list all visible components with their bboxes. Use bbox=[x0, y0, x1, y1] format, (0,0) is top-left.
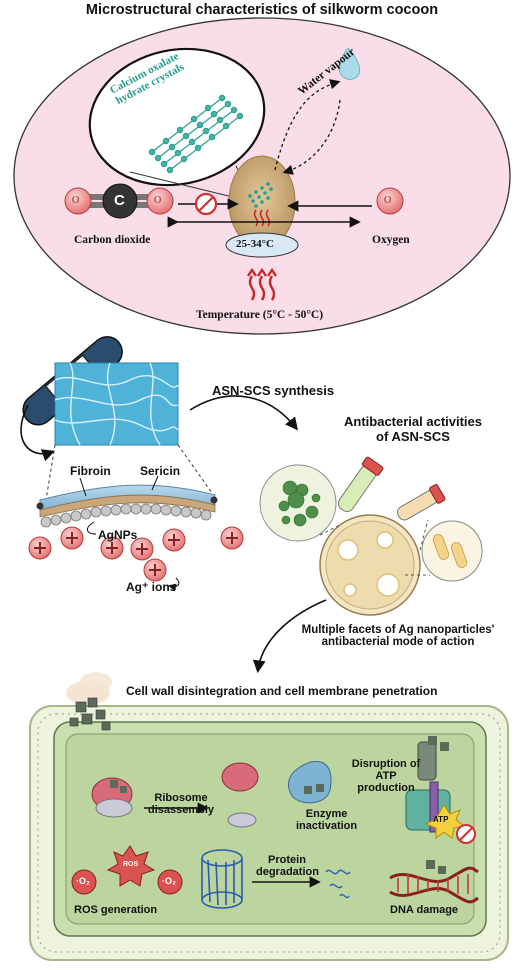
no-atp-icon bbox=[456, 824, 476, 844]
dna-helix-icon bbox=[389, 860, 479, 904]
penetrating-ag-particles bbox=[69, 697, 111, 731]
o2-left-label: ·O₂ bbox=[76, 876, 90, 886]
o2-right-label: ·O₂ bbox=[162, 876, 176, 886]
atp-label: Disruption of ATP production bbox=[344, 758, 428, 794]
temperature-range-label: Temperature (5°C - 50°C) bbox=[196, 309, 324, 321]
fibroin-pointer bbox=[79, 477, 87, 497]
bandage-to-mesh-arrow bbox=[20, 404, 56, 462]
synthesis-label: ASN-SCS synthesis bbox=[212, 383, 335, 398]
enzyme-label: Enzyme inactivation bbox=[296, 808, 357, 832]
ribosome-icon bbox=[91, 777, 133, 818]
agnps-label: AgNPs bbox=[98, 528, 138, 542]
ros-generation-label: ROS generation bbox=[74, 904, 158, 916]
test-tube-icon-2 bbox=[396, 484, 446, 521]
synthesis-arrow bbox=[189, 395, 298, 431]
mesh-zoom-line-2 bbox=[177, 444, 213, 494]
fibroin-ribbon bbox=[39, 494, 216, 518]
atp-badge-label: ATP bbox=[433, 815, 449, 824]
atp-line3: production bbox=[357, 782, 415, 794]
cocoon-temp-label: 25-34°C bbox=[236, 238, 275, 250]
crystal-lattice bbox=[148, 94, 244, 174]
atp-line1: Disruption of bbox=[351, 758, 421, 770]
water-drop-icon bbox=[338, 47, 361, 80]
protein-barrel-icon bbox=[201, 849, 243, 909]
antibacterial-line1: Antibacterial activities bbox=[344, 414, 482, 429]
ribbon-end-left bbox=[36, 502, 44, 510]
enzyme-icon bbox=[288, 760, 332, 804]
facets-line1: Multiple facets of Ag nanoparticles' bbox=[301, 624, 495, 636]
ag-ions-pointer bbox=[168, 577, 180, 592]
ribosome-line2: disassembly bbox=[148, 804, 215, 816]
antibacterial-label: Antibacterial activities of ASN-SCS bbox=[328, 414, 498, 444]
dish-zoom-line-2 bbox=[419, 519, 429, 551]
silk-fiber-mesh bbox=[54, 362, 179, 446]
mode-of-action-arrow bbox=[252, 599, 327, 674]
ribbon-end-right bbox=[210, 496, 218, 504]
agnps-pointer bbox=[87, 521, 97, 535]
facets-label: Multiple facets of Ag nanoparticles' ant… bbox=[278, 624, 518, 648]
heat-rising-icon bbox=[247, 267, 277, 301]
co2-atom-center-label: C bbox=[114, 192, 125, 209]
zoom-line-2 bbox=[129, 171, 246, 201]
ag-ions-label: Ag⁺ ions bbox=[126, 580, 177, 594]
dna-damage-label: DNA damage bbox=[390, 904, 459, 916]
water-vapour-return-arrow bbox=[282, 99, 341, 175]
petri-dish-inner bbox=[325, 520, 415, 610]
bacteria-colony-icon bbox=[278, 480, 321, 527]
carbon-dioxide-label: Carbon dioxide bbox=[74, 234, 151, 246]
ag-particles-cloud bbox=[66, 672, 112, 705]
oxygen-atom-label: O bbox=[384, 195, 392, 206]
atp-line2: ATP bbox=[375, 770, 397, 782]
ros-badge-label: ROS bbox=[123, 861, 139, 868]
page-title: Microstructural characteristics of silkw… bbox=[85, 2, 439, 18]
sericin-label: Sericin bbox=[140, 464, 181, 478]
co2-atom-right-label: O bbox=[154, 195, 162, 206]
inhibition-zones bbox=[337, 531, 400, 597]
protein-fragments-icon bbox=[325, 869, 351, 899]
ribosome-fragments-icon bbox=[221, 762, 259, 828]
antibacterial-line2: of ASN-SCS bbox=[376, 429, 450, 444]
atp-burst-icon bbox=[424, 804, 466, 839]
oxygen-atom bbox=[376, 187, 404, 215]
sericin-pointer bbox=[151, 475, 159, 491]
ribosome-label: Ribosome disassembly bbox=[148, 792, 214, 816]
cocoon-crystals bbox=[248, 182, 273, 208]
ribosome-line1: Ribosome bbox=[154, 792, 208, 804]
ag-ion-particles bbox=[28, 526, 244, 582]
facets-line2: antibacterial mode of action bbox=[321, 636, 475, 648]
superoxide-right-icon bbox=[157, 869, 183, 895]
test-tube-icon bbox=[337, 456, 384, 512]
water-vapour-arrow bbox=[274, 79, 341, 171]
protein-line2: degradation bbox=[256, 866, 319, 878]
cocoon-temp-badge bbox=[225, 232, 299, 258]
protein-line1: Protein bbox=[268, 854, 306, 866]
fibroin-label: Fibroin bbox=[70, 464, 111, 478]
blocked-icon bbox=[194, 192, 218, 216]
enzyme-line2: inactivation bbox=[296, 820, 358, 832]
protein-label: Protein degradation bbox=[256, 854, 319, 878]
agnp-bead-chain bbox=[40, 503, 212, 528]
oxygen-label: Oxygen bbox=[372, 234, 410, 246]
bacillus-icon bbox=[432, 534, 468, 568]
dish-zoom-line-1 bbox=[319, 524, 341, 536]
cell-wall-label: Cell wall disintegration and cell membra… bbox=[126, 684, 438, 698]
crystal-zoom-oval bbox=[88, 47, 266, 187]
superoxide-left-icon bbox=[71, 869, 97, 895]
enzyme-line1: Enzyme bbox=[305, 808, 348, 820]
co2-molecule bbox=[64, 183, 174, 219]
ros-burst-icon bbox=[106, 845, 156, 887]
co2-atom-left-label: O bbox=[72, 195, 80, 206]
